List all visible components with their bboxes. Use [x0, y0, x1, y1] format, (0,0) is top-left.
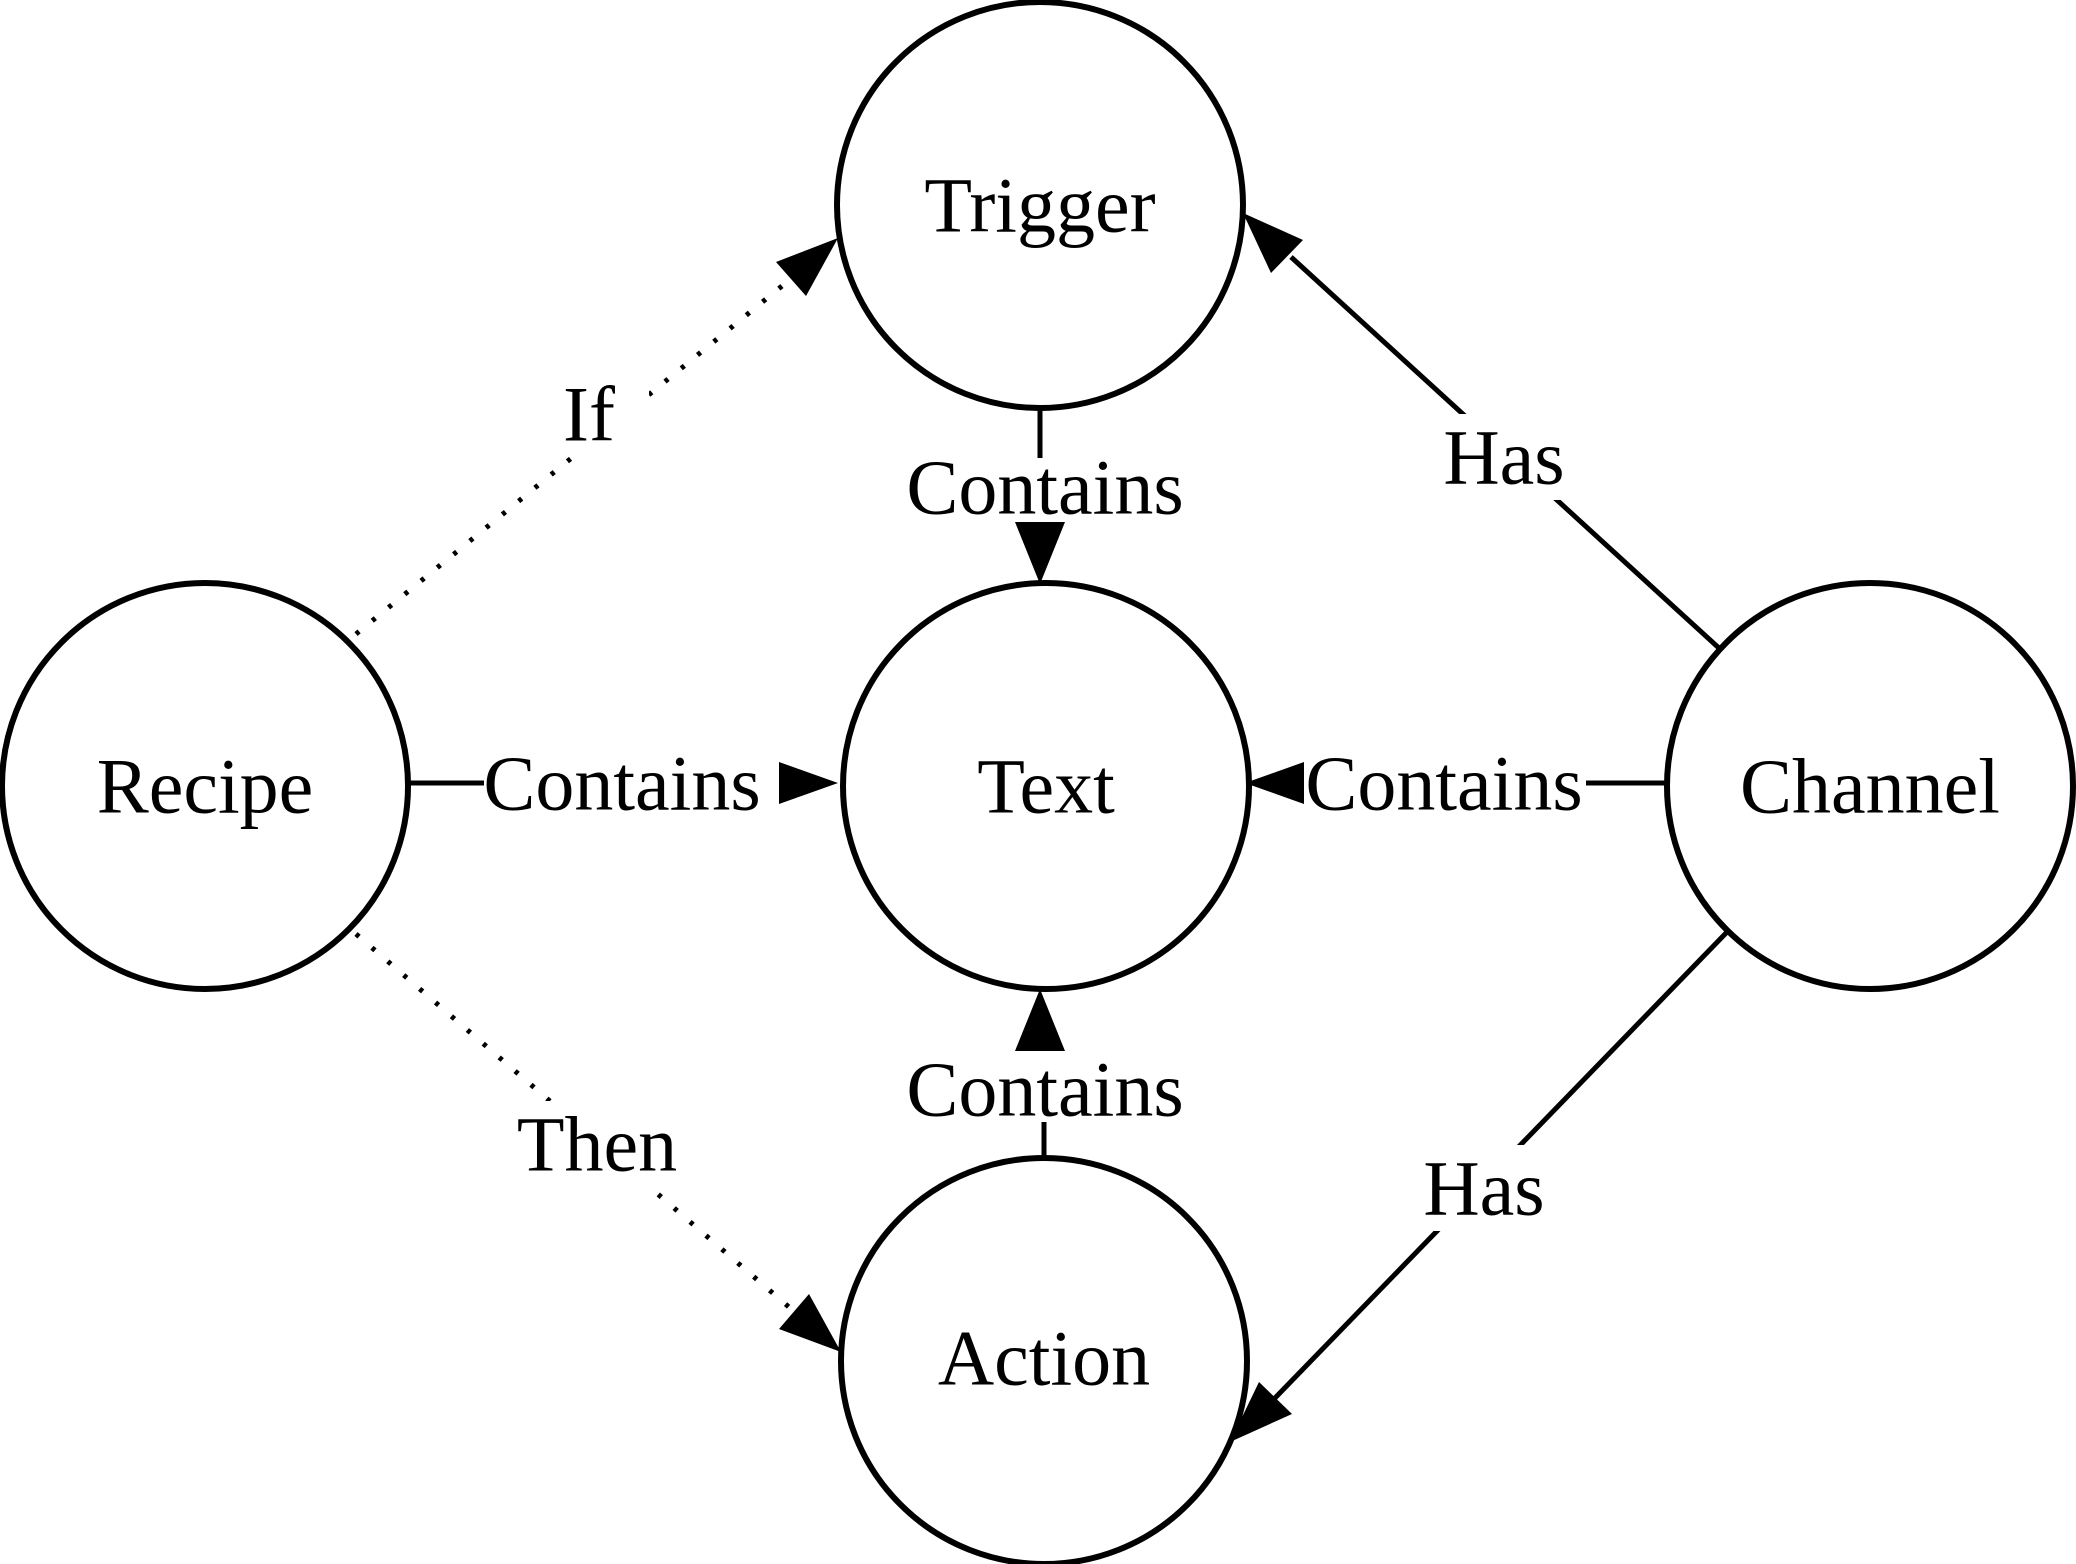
node-channel-label: Channel: [1740, 743, 2000, 830]
edge-recipe-action-line: [354, 932, 799, 1316]
node-recipe-label: Recipe: [97, 743, 314, 830]
edge-recipe-action-arrowhead-icon: [779, 1294, 841, 1352]
edge-channel-action: Has: [1230, 929, 1730, 1442]
node-trigger: Trigger: [834, 0, 1246, 411]
edge-channel-trigger-arrowhead-icon: [1243, 213, 1303, 273]
edge-trigger-text-label: Contains: [906, 444, 1183, 531]
edge-recipe-trigger-arrowhead-icon: [776, 238, 838, 296]
edge-channel-trigger: Has: [1243, 213, 1722, 651]
edge-trigger-text: Contains: [906, 408, 1184, 584]
edge-channel-action-label: Has: [1423, 1145, 1544, 1232]
node-action-label: Action: [938, 1315, 1150, 1402]
node-text-label: Text: [977, 743, 1115, 830]
node-channel-circle: [1664, 580, 2076, 992]
edge-recipe-text-label: Contains: [483, 740, 760, 827]
edge-action-text-arrowhead-icon: [1015, 989, 1065, 1051]
edge-channel-text: Contains: [1245, 740, 1667, 827]
edge-channel-action-label-bg: [1399, 1145, 1569, 1231]
edge-recipe-action: Then: [354, 932, 841, 1352]
edge-action-text-label: Contains: [906, 1046, 1183, 1133]
edge-recipe-trigger-label: If: [563, 371, 615, 458]
node-action: Action: [838, 1155, 1250, 1564]
node-text: Text: [840, 580, 1252, 992]
node-recipe: Recipe: [0, 580, 411, 992]
edge-recipe-trigger: If: [354, 238, 838, 636]
edge-recipe-text: Contains: [406, 740, 838, 827]
edge-channel-trigger-label-bg: [1419, 414, 1589, 500]
edge-channel-trigger-label: Has: [1443, 414, 1564, 501]
node-recipe-circle: [0, 580, 411, 992]
edge-channel-text-label: Contains: [1305, 740, 1582, 827]
node-trigger-label: Trigger: [924, 162, 1155, 249]
node-text-circle: [840, 580, 1252, 992]
edge-recipe-action-label: Then: [517, 1101, 677, 1188]
edge-action-text: Contains: [906, 989, 1184, 1158]
edge-recipe-action-label-bg: [497, 1101, 697, 1187]
node-trigger-circle: [834, 0, 1246, 411]
node-channel: Channel: [1664, 580, 2076, 992]
edge-channel-text-arrowhead-icon: [1245, 762, 1304, 804]
edge-trigger-text-arrowhead-icon: [1015, 522, 1065, 584]
edge-channel-action-arrowhead-icon: [1230, 1382, 1292, 1442]
edge-recipe-text-arrowhead-icon: [779, 762, 838, 804]
node-action-circle: [838, 1155, 1250, 1564]
edge-recipe-trigger-label-bg: [529, 371, 649, 457]
